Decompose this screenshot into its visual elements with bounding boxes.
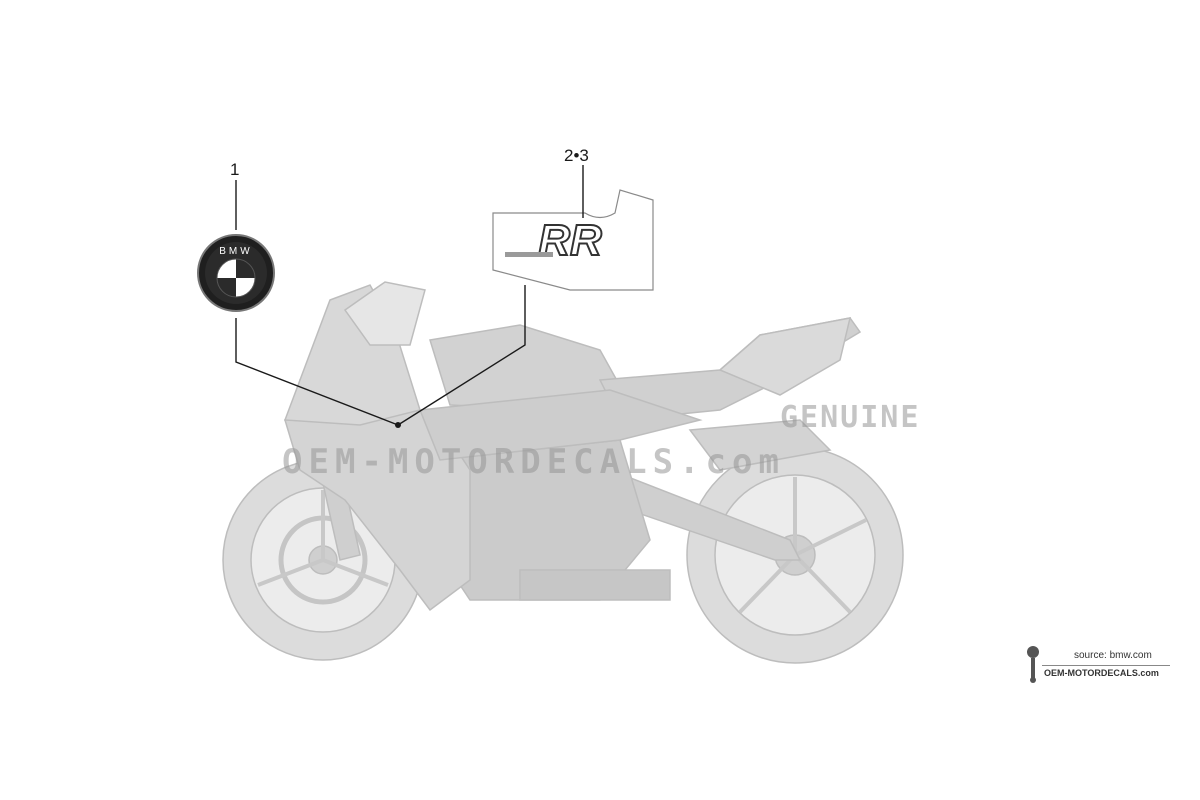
callout-label-1: 1: [230, 160, 240, 179]
motorcycle-illustration: [222, 281, 904, 664]
watermark-site: OEM-MOTORDECALS.com: [282, 442, 785, 482]
rr-decal-letters: RR: [538, 216, 602, 265]
rr-decal: RR: [492, 189, 654, 291]
watermark-genuine: GENUINE: [780, 400, 921, 435]
source-divider: [1042, 665, 1170, 666]
source-credit: source: bmw.com OEM-MOTORDECALS.com: [1022, 644, 1172, 684]
bmw-emblem-letters: BMW: [219, 246, 252, 257]
source-text: source: bmw.com: [1074, 650, 1152, 661]
motorcycle-logo-icon: [1027, 646, 1039, 683]
leader-lines: [235, 165, 584, 426]
callout-label-2-3: 2•3: [564, 146, 589, 165]
source-site-name: OEM-MOTORDECALS.com: [1044, 668, 1159, 678]
leader-target-dot: [395, 422, 401, 428]
bmw-emblem: BMW: [197, 234, 275, 312]
